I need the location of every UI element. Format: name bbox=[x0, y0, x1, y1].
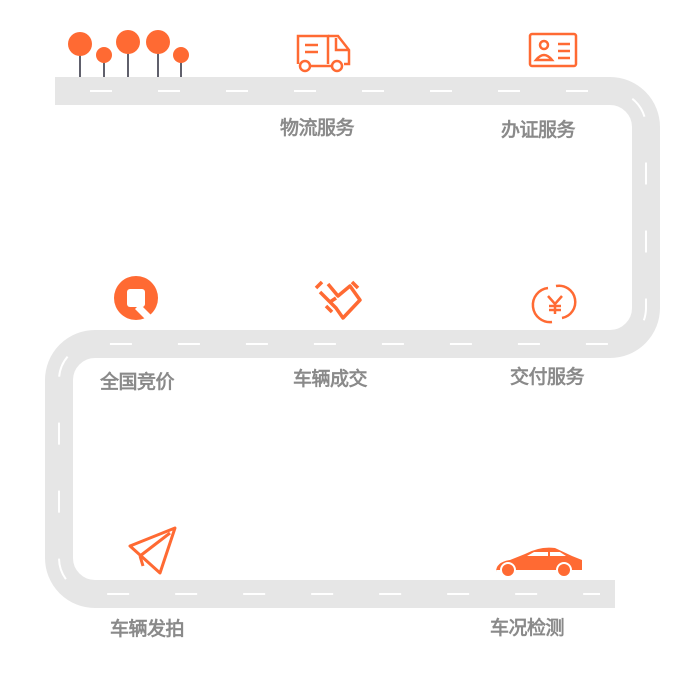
car-icon bbox=[496, 547, 582, 578]
step-label-vehicle-deal: 车辆成交 bbox=[293, 368, 368, 390]
truck-icon bbox=[296, 34, 351, 73]
step-label-national-bidding: 全国竞价 bbox=[100, 371, 175, 393]
step-label-logistics-service: 物流服务 bbox=[280, 117, 355, 139]
step-label-vehicle-inspection: 车况检测 bbox=[490, 617, 565, 639]
road bbox=[45, 77, 660, 608]
step-label-license-service: 办证服务 bbox=[501, 119, 576, 141]
step-label-delivery-service: 交付服务 bbox=[510, 366, 585, 388]
paper-plane-icon bbox=[128, 526, 177, 575]
trees bbox=[68, 30, 189, 77]
id-card-icon bbox=[528, 32, 578, 68]
step-label-vehicle-listing: 车辆发拍 bbox=[110, 618, 185, 640]
handshake-heart-icon bbox=[314, 280, 362, 320]
yuan-exchange-icon bbox=[531, 284, 577, 324]
auction-q-icon bbox=[114, 276, 158, 322]
